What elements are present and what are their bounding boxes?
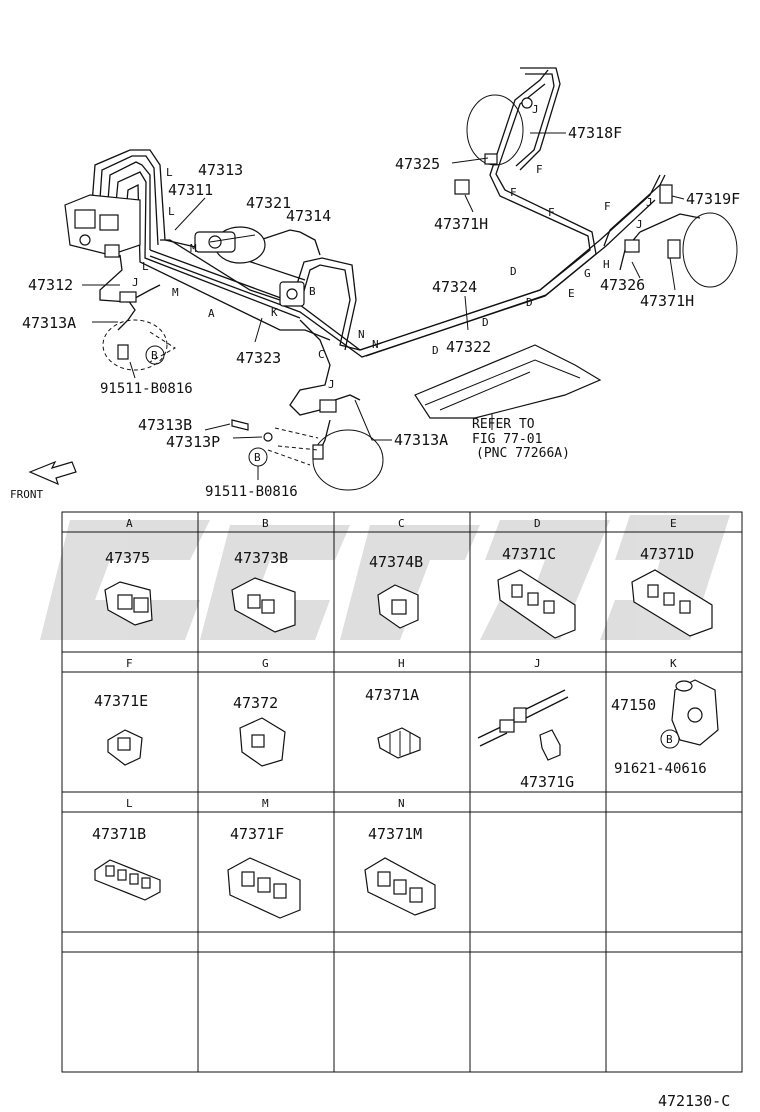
svg-text:M: M — [190, 242, 197, 255]
table-part-number: 47371F — [230, 825, 284, 843]
fittings — [104, 97, 681, 460]
svg-text:L: L — [166, 166, 173, 179]
table-header-d: D — [534, 517, 541, 530]
svg-text:D: D — [432, 344, 439, 357]
svg-text:N: N — [372, 338, 379, 351]
part-label-47324: 47324 — [432, 278, 477, 296]
circle-b-label: B — [151, 349, 158, 362]
refer-note-line-3: (PNC 77266A) — [476, 446, 570, 461]
circle-b-marker — [248, 447, 268, 467]
refer-note-line-1: REFER TO — [472, 417, 535, 432]
table-header-h: H — [398, 657, 405, 670]
svg-text:D: D — [482, 316, 489, 329]
svg-text:B: B — [309, 285, 316, 298]
part-label-47313: 47313 — [198, 161, 243, 179]
table-header-k: K — [670, 657, 677, 670]
svg-text:N: N — [358, 328, 365, 341]
part-label-47321: 47321 — [246, 194, 291, 212]
svg-text:M: M — [172, 286, 179, 299]
abs-actuator — [64, 194, 141, 256]
svg-text:J: J — [532, 103, 539, 116]
svg-text:L: L — [142, 260, 149, 273]
svg-text:L: L — [168, 205, 175, 218]
table-header-l: L — [126, 797, 133, 810]
table-part-number: 47371A — [365, 686, 419, 704]
figure-code: 472130-C — [658, 1092, 730, 1110]
part-label-47311: 47311 — [168, 181, 213, 199]
refer-note-line-2: FIG 77-01 — [472, 432, 542, 447]
table-part-number: 47375 — [105, 549, 150, 567]
clamp-sketches — [94, 569, 719, 919]
svg-text:J: J — [636, 218, 643, 231]
svg-text:J: J — [328, 378, 335, 391]
svg-text:F: F — [510, 186, 517, 199]
circle-b-label: B — [254, 451, 261, 464]
part-label-47323: 47323 — [236, 349, 281, 367]
part-label-47371H-upper: 47371H — [434, 215, 488, 233]
table-part-number: 47374B — [369, 553, 423, 571]
route-letters: L L L M M J A K B C J N N D D D D E G F … — [132, 103, 653, 391]
svg-text:A: A — [208, 307, 215, 320]
table-part-number: 47371M — [368, 825, 422, 843]
brake-tubes — [89, 67, 701, 456]
table-header-n: N — [398, 797, 405, 810]
front-arrow-icon — [28, 460, 77, 486]
master-cylinder — [194, 226, 266, 264]
part-label-47322: 47322 — [446, 338, 491, 356]
svg-text:H: H — [603, 258, 610, 271]
svg-text:J: J — [646, 196, 653, 209]
part-label-47314: 47314 — [286, 207, 331, 225]
tube-cover — [414, 344, 602, 419]
table-header-b: B — [262, 517, 269, 530]
front-label: FRONT — [10, 488, 43, 501]
part-label-47325: 47325 — [395, 155, 440, 173]
part-label-47319F: 47319F — [686, 190, 740, 208]
table-part-number: 47371C — [502, 545, 556, 563]
ref-note-bottom: 91511-B0816 — [205, 484, 298, 500]
table-header-f: F — [126, 657, 133, 670]
svg-text:E: E — [568, 287, 575, 300]
svg-text:J: J — [132, 276, 139, 289]
svg-text:F: F — [536, 163, 543, 176]
svg-text:G: G — [584, 267, 591, 280]
clamp-table-cells: A47375B47373BC47374BD47371CE47371DF47371… — [92, 517, 707, 843]
table-part-number: 47371B — [92, 825, 146, 843]
clamp-table — [61, 511, 743, 1073]
part-label-47326: 47326 — [600, 276, 645, 294]
part-label-47313A-lower: 47313A — [394, 431, 448, 449]
svg-text:D: D — [526, 296, 533, 309]
part-label-47371H-right: 47371H — [640, 292, 694, 310]
circle-b-label: B — [666, 733, 673, 746]
part-label-47313B: 47313B — [138, 416, 192, 434]
svg-text:D: D — [510, 265, 517, 278]
table-header-c: C — [398, 517, 405, 530]
part-label-47313P: 47313P — [166, 433, 220, 451]
table-part-number: 47372 — [233, 694, 278, 712]
ref-note-left: 91511-B0816 — [100, 381, 193, 397]
table-header-m: M — [262, 797, 269, 810]
svg-text:F: F — [548, 206, 555, 219]
svg-text:F: F — [604, 200, 611, 213]
part-label-47313A-left: 47313A — [22, 314, 76, 332]
part-label-47312: 47312 — [28, 276, 73, 294]
table-header-j: J — [534, 657, 541, 670]
svg-text:K: K — [271, 306, 278, 319]
table-part-number: 47150 — [611, 696, 656, 714]
leader-lines — [82, 132, 685, 480]
table-header-a: A — [126, 517, 133, 530]
table-header-e: E — [670, 517, 677, 530]
part-label-47318F: 47318F — [568, 124, 622, 142]
brake-caliper-circles — [102, 94, 738, 491]
svg-text:C: C — [318, 348, 325, 361]
table-ref-note: 91621-40616 — [614, 761, 707, 777]
table-header-g: G — [262, 657, 269, 670]
circle-b-marker — [145, 345, 165, 365]
table-part-number: 47373B — [234, 549, 288, 567]
proportioning-valve — [279, 281, 305, 307]
table-part-number: 47371E — [94, 692, 148, 710]
table-part-number: 47371D — [640, 545, 694, 563]
table-part-number: 47371G — [520, 773, 574, 791]
